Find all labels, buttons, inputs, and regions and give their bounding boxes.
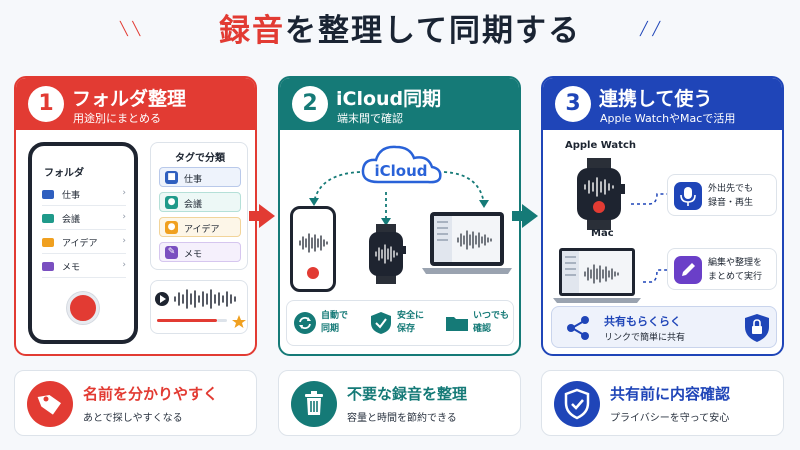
- chevron-right-icon: ›: [122, 188, 126, 198]
- tip-card-privacy: 共有前に内容確認 プライバシーを守って安心: [541, 370, 784, 436]
- icloud-label: iCloud: [374, 162, 428, 180]
- tag-card: タグで分類 ■ 仕事 ● 会議 ● アイデア ✎ メモ: [150, 142, 248, 270]
- tip-subtitle: プライバシーを守って安心: [610, 413, 730, 424]
- share-title: 共有もらくらく: [604, 315, 681, 328]
- tip-title: 不要な録音を整理: [347, 385, 468, 403]
- panel-title: フォルダ整理: [72, 88, 187, 110]
- mac-label: Mac: [591, 228, 614, 239]
- folder-label: 仕事: [62, 191, 81, 201]
- pencil-icon: [674, 256, 702, 284]
- folder-icon: [446, 317, 468, 331]
- step-number: 1: [28, 86, 64, 122]
- folder-label: メモ: [62, 263, 81, 273]
- title-highlight: 録音: [218, 13, 285, 49]
- audio-player-card: [150, 280, 248, 334]
- arrow-right-icon: [249, 204, 275, 228]
- folder-list-title: フォルダ: [44, 168, 84, 179]
- step-number: 3: [555, 86, 591, 122]
- panel-header: 2 iCloud同期 端末間で確認: [280, 78, 519, 130]
- panel-header: 1 フォルダ整理 用途別にまとめる: [16, 78, 255, 130]
- folder-item[interactable]: 仕事 ›: [42, 184, 126, 206]
- share-subtitle: リンクで簡単に共有: [604, 333, 686, 343]
- macbook-device: [422, 208, 512, 292]
- briefcase-icon: ■: [165, 171, 178, 184]
- apple-watch-label: Apple Watch: [565, 140, 636, 151]
- tip-title: 名前を分かりやすく: [83, 385, 219, 403]
- panel-title: iCloud同期: [336, 88, 442, 110]
- audio-waveform: [155, 289, 246, 328]
- tip-subtitle: 容量と時間を節約できる: [347, 413, 457, 424]
- folder-icon: [42, 214, 54, 223]
- arrow-right-icon: [512, 204, 538, 228]
- feature-card: 自動で 同期 安全に 保存 いつでも 確認: [286, 300, 514, 346]
- info-text: 外出先でも 録音・再生: [708, 184, 754, 208]
- decoration-right-icon: ╱ ╱: [640, 22, 661, 37]
- people-icon: ●: [165, 196, 178, 209]
- icloud-icon: iCloud: [358, 142, 444, 186]
- folder-item[interactable]: 会議 ›: [42, 208, 126, 230]
- info-card-mac: 編集や整理を まとめて実行: [667, 248, 777, 290]
- phone-mockup: フォルダ 仕事 › 会議 › アイデア › メモ ›: [28, 142, 138, 344]
- tag-item[interactable]: ● アイデア: [159, 217, 241, 237]
- step-number: 2: [292, 86, 328, 122]
- folder-label: 会議: [62, 215, 81, 225]
- tip-card-naming: 名前を分かりやすく あとで探しやすくなる: [14, 370, 257, 436]
- sync-icon: [294, 312, 316, 334]
- tag-card-title: タグで分類: [175, 153, 225, 164]
- folder-label: アイデア: [62, 239, 98, 249]
- connector-lines: [631, 193, 667, 283]
- pencil-icon: ✎: [165, 246, 178, 259]
- tag-item[interactable]: ● 会議: [159, 192, 241, 212]
- tip-title: 共有前に内容確認: [610, 385, 731, 403]
- panel-subtitle: 用途別にまとめる: [73, 112, 161, 125]
- share-card: 共有もらくらく リンクで簡単に共有: [551, 306, 777, 348]
- lock-shield-icon: [745, 314, 769, 342]
- info-card-watch: 外出先でも 録音・再生: [667, 174, 777, 216]
- shield-check-icon: [371, 312, 391, 334]
- panel-folder-organize: 1 フォルダ整理 用途別にまとめる フォルダ 仕事 › 会議 › アイデア › …: [14, 76, 257, 356]
- title-bar: ╲ ╲ 録音を整理して同期する ╱ ╱: [0, 8, 800, 58]
- panel-header: 3 連携して使う Apple WatchやMacで活用: [543, 78, 782, 130]
- tag-icon: [27, 381, 73, 427]
- macbook-device: [553, 246, 641, 306]
- share-icon: [567, 316, 589, 340]
- feature-safe-storage: 安全に 保存: [369, 307, 441, 341]
- folder-icon: [42, 190, 54, 199]
- folder-icon: [42, 238, 54, 247]
- title-rest: を整理して同期する: [284, 13, 582, 49]
- microphone-icon: [674, 182, 702, 210]
- sync-arrows: [309, 171, 489, 226]
- tip-card-cleanup: 不要な録音を整理 容量と時間を節約できる: [278, 370, 521, 436]
- folder-item[interactable]: メモ ›: [42, 256, 126, 278]
- panel-title: 連携して使う: [599, 88, 713, 110]
- panel-subtitle: Apple WatchやMacで活用: [600, 112, 736, 125]
- panel-subtitle: 端末間で確認: [337, 112, 403, 125]
- panel-icloud-sync: 2 iCloud同期 端末間で確認 iCloud: [278, 76, 521, 356]
- folder-item[interactable]: アイデア ›: [42, 232, 126, 254]
- record-button[interactable]: [67, 292, 99, 324]
- info-text: 編集や整理を まとめて実行: [708, 258, 763, 282]
- decoration-left-icon: ╲ ╲: [120, 22, 141, 37]
- tag-item[interactable]: ■ 仕事: [159, 167, 241, 187]
- trash-icon: [291, 381, 337, 427]
- iphone-device: [290, 206, 336, 292]
- chevron-right-icon: ›: [122, 260, 126, 270]
- feature-anytime-check: いつでも 確認: [445, 307, 513, 341]
- page-title: 録音を整理して同期する: [0, 8, 800, 54]
- folder-icon: [42, 262, 54, 271]
- lightbulb-icon: ●: [165, 221, 178, 234]
- chevron-right-icon: ›: [122, 236, 126, 246]
- tag-item[interactable]: ✎ メモ: [159, 242, 241, 262]
- feature-auto-sync: 自動で 同期: [293, 307, 365, 341]
- chevron-right-icon: ›: [122, 212, 126, 222]
- shield-check-icon: [554, 381, 600, 427]
- tip-subtitle: あとで探しやすくなる: [83, 413, 183, 424]
- apple-watch-device: [366, 224, 406, 284]
- apple-watch-device: [573, 158, 625, 230]
- panel-device-integration: 3 連携して使う Apple WatchやMacで活用 Apple Watch …: [541, 76, 784, 356]
